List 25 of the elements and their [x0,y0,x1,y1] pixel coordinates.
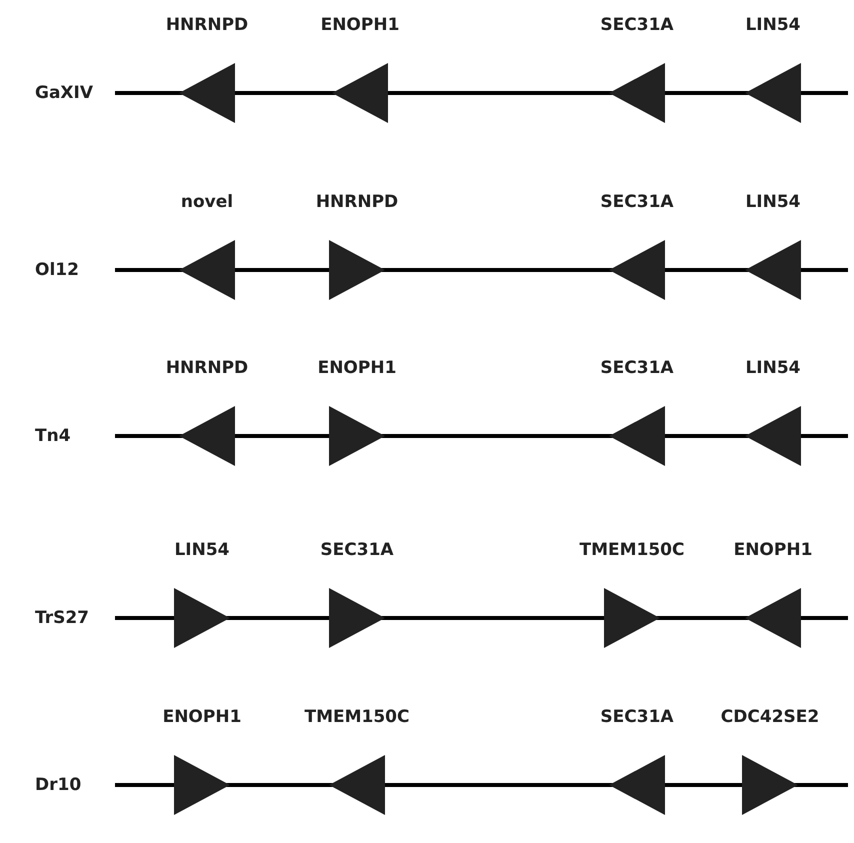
gene-label: LIN54 [744,192,802,212]
gene-label: SEC31A [599,707,675,727]
species-label: Ol12 [35,260,79,280]
gene-label: TMEM150C [578,540,686,560]
gene-label: ENOPH1 [316,358,398,378]
gene-label: HNRNPD [164,358,250,378]
species-label: Dr10 [35,775,82,795]
gene-label: CDC42SE2 [720,707,820,727]
gene-label: HNRNPD [164,15,250,35]
species-label: Tn4 [35,426,71,446]
gene-label: LIN54 [744,358,802,378]
species-label: GaXIV [35,83,94,103]
gene-label: HNRNPD [314,192,400,212]
gene-label: ENOPH1 [732,540,814,560]
gene-label: LIN54 [744,15,802,35]
gene-label: SEC31A [599,15,675,35]
gene-label: SEC31A [599,358,675,378]
gene-label: LIN54 [173,540,231,560]
gene-label: SEC31A [319,540,395,560]
gene-label: novel [180,192,234,212]
species-label: TrS27 [35,608,90,628]
gene-label: ENOPH1 [320,15,400,35]
gene-label: ENOPH1 [162,707,242,727]
gene-label: TMEM150C [303,707,410,727]
gene-label: SEC31A [599,192,675,212]
